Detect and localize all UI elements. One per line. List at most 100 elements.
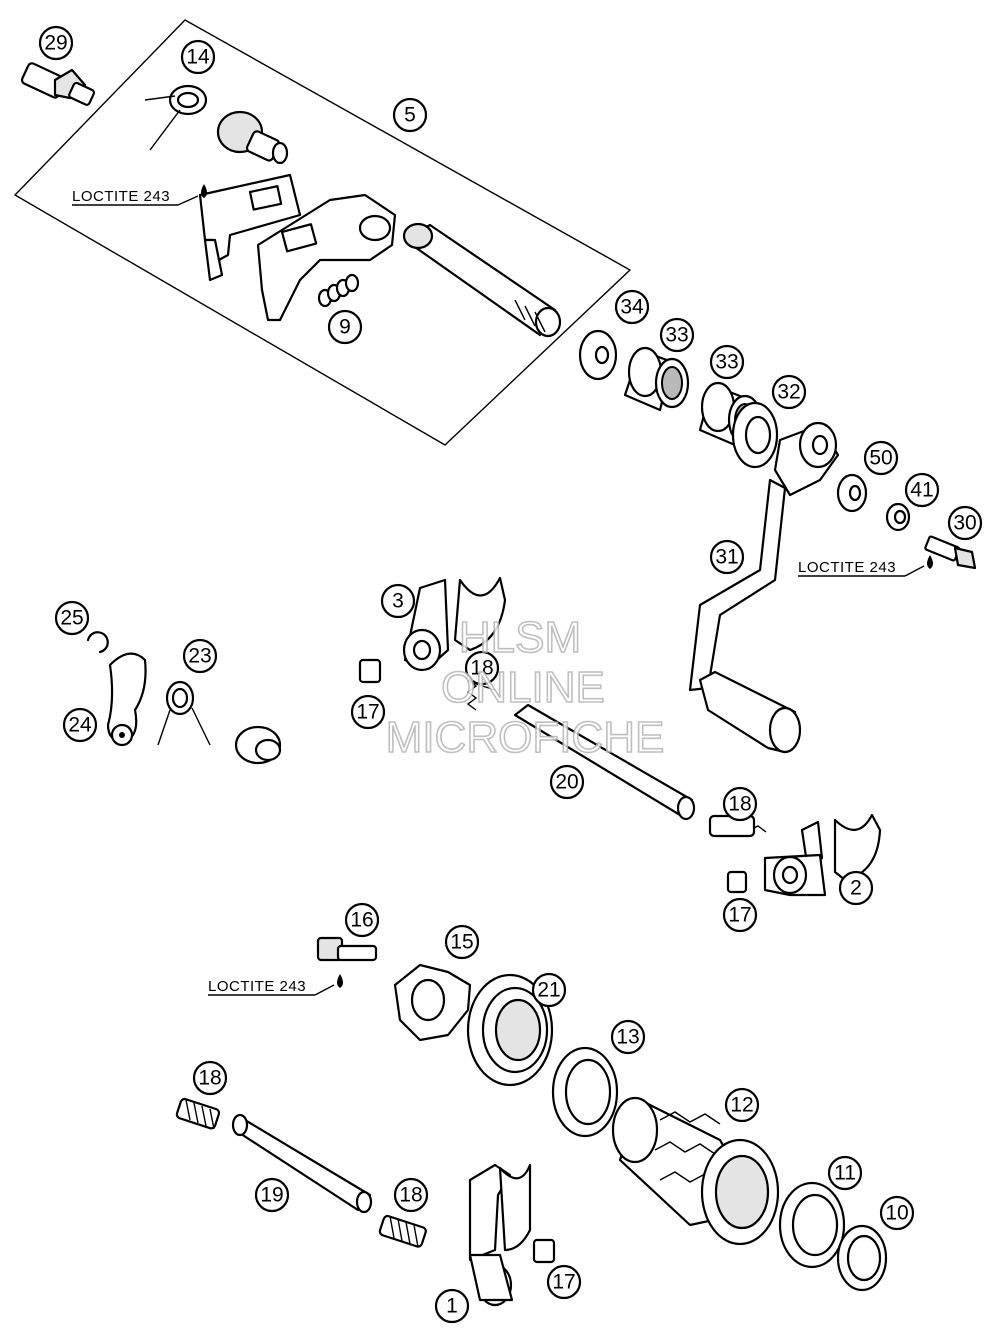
part-17-pin-c	[532, 1238, 556, 1264]
svg-text:30: 30	[953, 512, 976, 535]
callout-17-a: 17	[350, 694, 386, 730]
callout-3: 3	[380, 583, 416, 619]
part-20-shift-rod	[513, 703, 696, 821]
shift-shaft-assembly-group	[13, 19, 632, 446]
part-10-shim	[836, 1224, 888, 1292]
svg-text:32: 32	[777, 381, 800, 404]
svg-text:15: 15	[450, 931, 473, 954]
svg-text:29: 29	[44, 32, 67, 55]
svg-text:41: 41	[910, 479, 933, 502]
watermark: HLSM ONLINE MICROFICHE	[385, 612, 665, 763]
part-34-washer	[578, 329, 618, 381]
part-15-shift-drum-locator	[393, 963, 472, 1042]
svg-text:23: 23	[188, 645, 211, 668]
part-shift-lever-arm	[256, 193, 397, 322]
svg-text:18: 18	[198, 1067, 221, 1090]
callout-17-b: 17	[722, 897, 758, 933]
callout-23: 23	[182, 638, 218, 674]
svg-text:16: 16	[350, 909, 373, 932]
callout-32: 32	[771, 374, 807, 410]
svg-text:LOCTITE 243: LOCTITE 243	[72, 188, 170, 205]
assembly-5-frame	[13, 19, 632, 446]
part-2-shift-fork	[763, 813, 882, 897]
part-bolt-unlabeled	[234, 725, 282, 765]
part-12-shift-drum	[611, 1096, 780, 1246]
callout-18-d: 18	[393, 1177, 429, 1213]
svg-text:31: 31	[715, 546, 738, 569]
svg-text:3: 3	[392, 590, 404, 613]
svg-text:10: 10	[885, 1202, 908, 1225]
callout-18-c: 18	[192, 1060, 228, 1096]
callout-21: 21	[531, 972, 567, 1008]
callout-24: 24	[62, 707, 98, 743]
callout-33-a: 33	[659, 317, 695, 353]
loctite-label-3: LOCTITE 243	[208, 974, 343, 996]
part-9-washers	[317, 273, 360, 308]
callout-10: 10	[879, 1195, 915, 1231]
svg-text:34: 34	[620, 296, 644, 319]
callout-30: 30	[947, 505, 983, 541]
part-19-shift-rod	[231, 1113, 373, 1214]
part-29-stud	[20, 62, 96, 106]
svg-text:2: 2	[850, 877, 862, 900]
callout-16: 16	[344, 902, 380, 938]
part-23-spring	[157, 680, 211, 746]
callout-14: 14	[180, 39, 216, 75]
part-shift-shaft	[402, 222, 562, 338]
callout-29: 29	[38, 25, 74, 61]
callout-1: 1	[434, 1288, 470, 1324]
part-13-ring	[551, 1046, 619, 1138]
loctite-drop-icon	[201, 184, 207, 198]
callout-20: 20	[549, 764, 585, 800]
svg-text:12: 12	[730, 1094, 753, 1117]
part-3-shift-fork	[402, 576, 507, 672]
svg-text:18: 18	[728, 793, 751, 816]
part-18-spring-a	[466, 679, 496, 711]
callout-34: 34	[614, 289, 650, 325]
part-32-seal	[731, 401, 779, 469]
part-21-bearing	[466, 973, 554, 1087]
svg-text:17: 17	[728, 904, 751, 927]
svg-text:HLSM: HLSM	[459, 613, 581, 662]
part-shift-plate-upper	[198, 173, 302, 282]
callout-17-c: 17	[546, 1264, 582, 1300]
part-1-shift-fork	[468, 1163, 532, 1307]
part-24-shift-arm	[106, 652, 147, 747]
callout-13: 13	[610, 1019, 646, 1055]
loctite-drop-icon	[337, 974, 343, 988]
callout-25: 25	[54, 600, 90, 636]
svg-text:11: 11	[834, 1162, 856, 1185]
callout-15: 15	[444, 924, 480, 960]
part-14-spring	[144, 84, 208, 151]
part-detent-pin	[216, 110, 289, 165]
part-30-bolt	[924, 535, 977, 570]
part-25-circlip	[86, 631, 109, 654]
svg-text:9: 9	[339, 316, 351, 339]
callout-31: 31	[709, 539, 745, 575]
svg-text:LOCTITE 243: LOCTITE 243	[798, 559, 896, 576]
loctite-label-1: LOCTITE 243	[72, 184, 207, 206]
callout-18-a: 18	[464, 650, 500, 686]
part-31-shift-pedal	[688, 421, 840, 754]
part-18-spring-c	[175, 1097, 221, 1130]
callout-33-b: 33	[709, 344, 745, 380]
part-33-bushing-a	[623, 346, 690, 412]
part-17-pin-b	[726, 870, 748, 894]
svg-text:17: 17	[552, 1271, 575, 1294]
svg-text:1: 1	[446, 1295, 458, 1318]
callout-5: 5	[392, 97, 428, 133]
callout-50: 50	[863, 440, 899, 476]
svg-text:LOCTITE 243: LOCTITE 243	[208, 978, 306, 995]
part-18-spring-d	[378, 1214, 427, 1248]
callout-11: 11	[827, 1155, 863, 1191]
svg-text:50: 50	[869, 447, 892, 470]
svg-text:MICROFICHE: MICROFICHE	[386, 713, 665, 762]
callout-9: 9	[327, 309, 363, 345]
part-11-bearing	[778, 1181, 846, 1269]
part-17-pin-a	[358, 658, 382, 684]
svg-text:13: 13	[616, 1026, 639, 1049]
callout-2: 2	[838, 870, 874, 906]
svg-text:5: 5	[404, 104, 416, 127]
part-41-lock-washer	[885, 502, 911, 532]
